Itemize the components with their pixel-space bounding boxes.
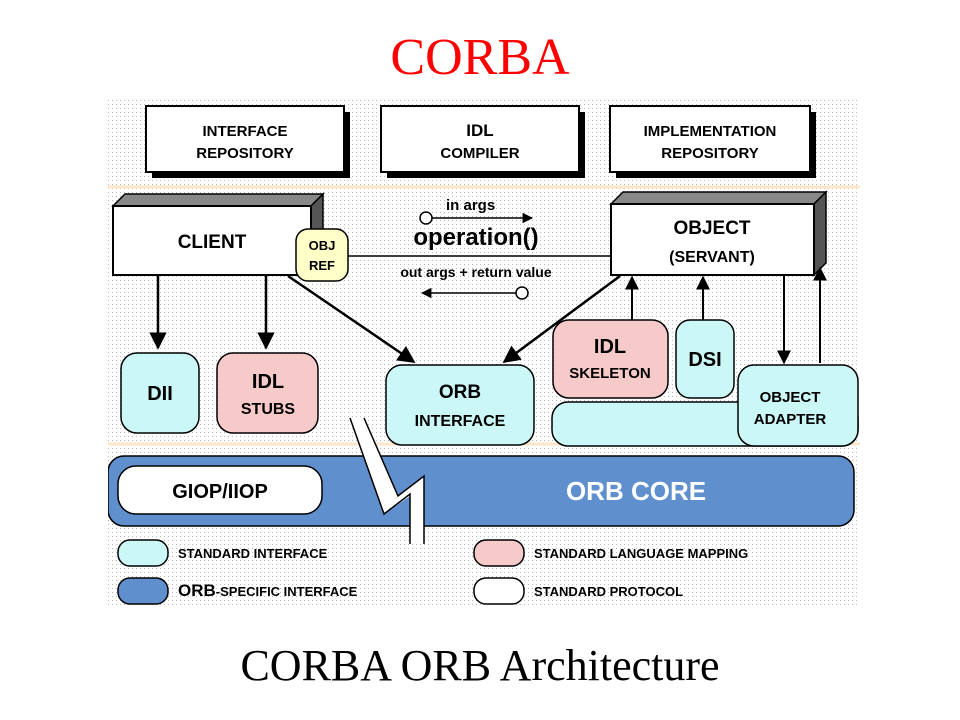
operation-invocation: in args operation() out args + return va… <box>348 197 611 300</box>
in-args-label: in args <box>446 197 495 214</box>
legend-item-standard-interface: STANDARD INTERFACE <box>117 539 328 567</box>
dsi-label: DSI <box>688 349 721 371</box>
idl-compiler-box: IDL COMPILER <box>380 105 585 178</box>
idl-skeleton-label-2: SKELETON <box>569 365 650 382</box>
orb-core-label: ORB CORE <box>566 476 706 506</box>
idl-compiler-label-1: IDL <box>466 121 493 140</box>
dsi-box: DSI <box>675 319 735 399</box>
object-adapter-label-1: OBJECT <box>760 389 821 406</box>
giop-iiop-label: GIOP/IIOP <box>172 481 268 503</box>
orb-interface-label-1: ORB <box>439 382 481 403</box>
legend-label: STANDARD PROTOCOL <box>534 584 683 599</box>
idl-compiler-label-2: COMPILER <box>440 145 519 162</box>
legend-item-orb-specific: ORB-SPECIFIC INTERFACE <box>117 577 358 605</box>
object-to-orb-interface-arrow <box>502 274 621 364</box>
legend-label: STANDARD LANGUAGE MAPPING <box>534 546 748 561</box>
corba-architecture-diagram: INTERFACE REPOSITORY IDL COMPILER IMPLEM… <box>108 100 860 608</box>
orb-interface-box: ORB INTERFACE <box>385 364 535 446</box>
legend: STANDARD INTERFACE ORB-SPECIFIC INTERFAC… <box>117 539 748 605</box>
obj-ref-label-2: REF <box>309 258 335 273</box>
legend-orb-prefix: ORB <box>178 581 216 600</box>
network-break-mark <box>349 417 425 544</box>
client-box: CLIENT <box>111 192 325 277</box>
implementation-repository-label-1: IMPLEMENTATION <box>644 123 777 140</box>
slide-caption: CORBA ORB Architecture <box>240 641 720 690</box>
idl-stubs-box: IDL STUBS <box>216 352 319 434</box>
giop-iiop-box: GIOP/IIOP <box>117 465 323 515</box>
legend-item-language-mapping: STANDARD LANGUAGE MAPPING <box>473 539 748 567</box>
dii-label: DII <box>147 383 173 405</box>
implementation-repository-label-2: REPOSITORY <box>661 145 759 162</box>
servant-label: (SERVANT) <box>669 249 755 266</box>
interface-repository-box: INTERFACE REPOSITORY <box>145 105 350 178</box>
object-adapter-label-2: ADAPTER <box>754 411 827 428</box>
out-args-label: out args + return value <box>400 264 552 280</box>
client-to-orb-interface-arrow <box>287 274 416 364</box>
object-servant-box: OBJECT (SERVANT) <box>609 190 828 277</box>
legend-label: STANDARD INTERFACE <box>178 546 328 561</box>
object-label: OBJECT <box>673 218 750 239</box>
idl-skeleton-box: IDL SKELETON <box>552 319 669 399</box>
idl-stubs-label-1: IDL <box>252 371 284 393</box>
object-adapter-box: OBJECT ADAPTER <box>551 364 859 447</box>
orb-interface-label-2: INTERFACE <box>415 413 506 430</box>
obj-ref-label-1: OBJ <box>309 238 336 253</box>
implementation-repository-box: IMPLEMENTATION REPOSITORY <box>609 105 816 178</box>
operation-label: operation() <box>413 224 538 251</box>
dii-box: DII <box>120 352 200 434</box>
idl-stubs-label-2: STUBS <box>241 401 296 418</box>
slide-title: CORBA <box>390 29 570 86</box>
client-label: CLIENT <box>178 232 247 253</box>
interface-repository-label-1: INTERFACE <box>202 123 287 140</box>
legend-orb-suffix: -SPECIFIC INTERFACE <box>216 584 358 599</box>
idl-skeleton-label-1: IDL <box>594 336 626 358</box>
legend-label: ORB-SPECIFIC INTERFACE <box>178 581 358 600</box>
obj-ref-box: OBJ REF <box>295 228 349 282</box>
legend-item-standard-protocol: STANDARD PROTOCOL <box>473 577 683 605</box>
interface-repository-label-2: REPOSITORY <box>196 145 294 162</box>
